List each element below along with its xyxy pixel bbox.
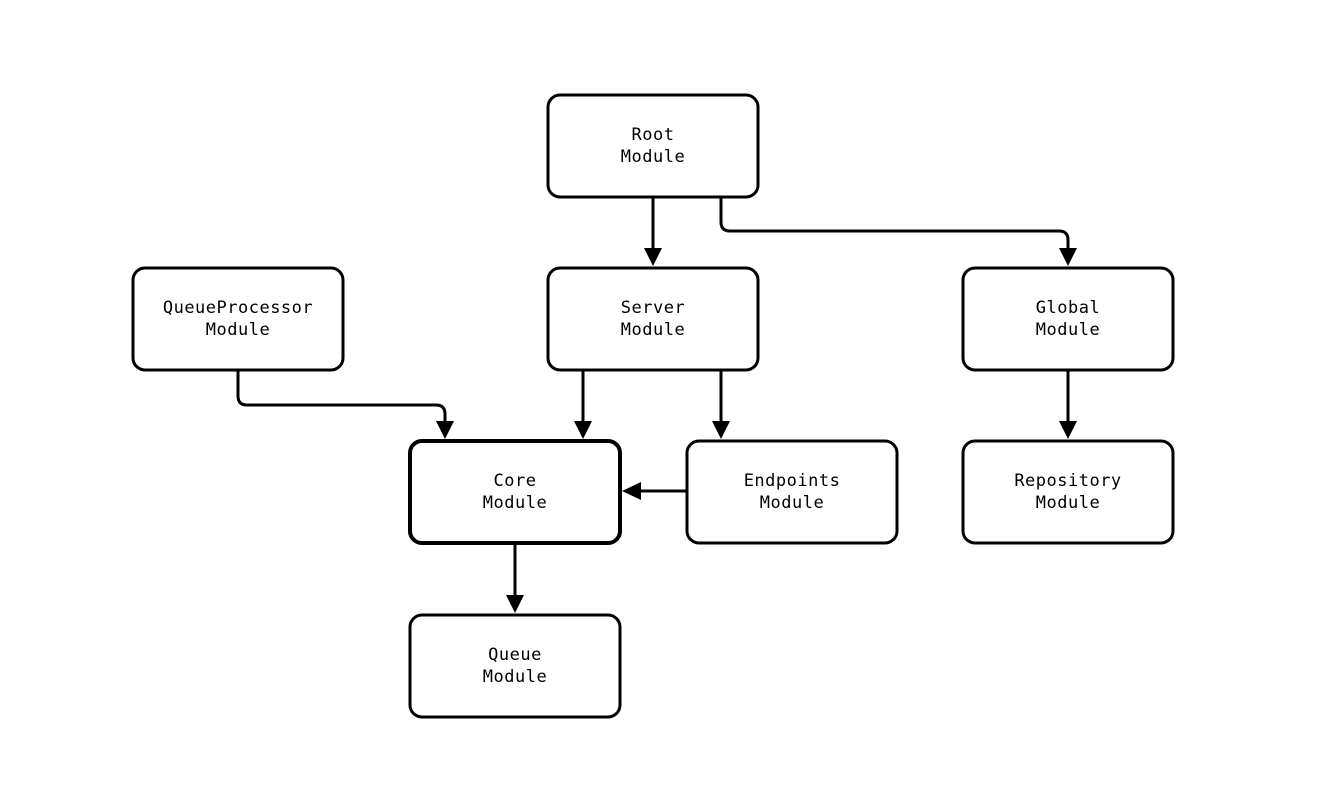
node-box[interactable] xyxy=(408,439,622,545)
node-label-line2: Module xyxy=(483,667,547,687)
node-label-line1: QueueProcessor xyxy=(163,298,313,318)
node-label-line1: Repository xyxy=(1014,471,1121,491)
node-box[interactable] xyxy=(685,439,899,545)
node-label-line2: Module xyxy=(621,320,685,340)
arrowhead-icon xyxy=(644,248,662,266)
arrowhead-icon xyxy=(436,421,454,439)
edges-layer xyxy=(236,197,1077,613)
node-label-line2: Module xyxy=(760,493,824,513)
node-box[interactable] xyxy=(408,613,622,719)
node-label-line1: Queue xyxy=(488,645,542,665)
edge-endpoints-to-core xyxy=(622,482,687,500)
node-label-line1: Root xyxy=(632,125,675,145)
edge-line xyxy=(719,197,1070,255)
edge-core-to-queue xyxy=(506,543,524,613)
node-box[interactable] xyxy=(546,93,760,199)
node-box[interactable] xyxy=(546,266,760,372)
edge-root-to-server xyxy=(644,197,662,266)
arrowhead-icon xyxy=(574,421,592,439)
edge-server-to-core xyxy=(574,370,592,439)
arrowhead-icon xyxy=(1059,421,1077,439)
arrowhead-icon xyxy=(622,482,641,500)
node-box[interactable] xyxy=(961,439,1175,545)
node-label-line1: Endpoints xyxy=(744,471,841,491)
edge-server-to-endpoints xyxy=(712,370,730,439)
edge-queueprocessor-to-core xyxy=(236,370,454,439)
node-label-line1: Global xyxy=(1036,298,1100,318)
edge-root-to-global xyxy=(719,197,1077,266)
node-label-line2: Module xyxy=(1036,493,1100,513)
edge-global-to-repository xyxy=(1059,370,1077,439)
arrowhead-icon xyxy=(506,595,524,613)
node-label-line2: Module xyxy=(621,147,685,167)
node-box[interactable] xyxy=(131,266,345,372)
nodes-layer: RootModuleQueueProcessorModuleServerModu… xyxy=(131,93,1175,719)
node-label-line1: Server xyxy=(621,298,685,318)
node-label-line2: Module xyxy=(206,320,270,340)
edge-line xyxy=(236,370,447,428)
node-label-line2: Module xyxy=(1036,320,1100,340)
node-label-line2: Module xyxy=(483,493,547,513)
node-box[interactable] xyxy=(961,266,1175,372)
arrowhead-icon xyxy=(1059,248,1077,266)
arrowhead-icon xyxy=(712,421,730,439)
node-label-line1: Core xyxy=(494,471,537,491)
